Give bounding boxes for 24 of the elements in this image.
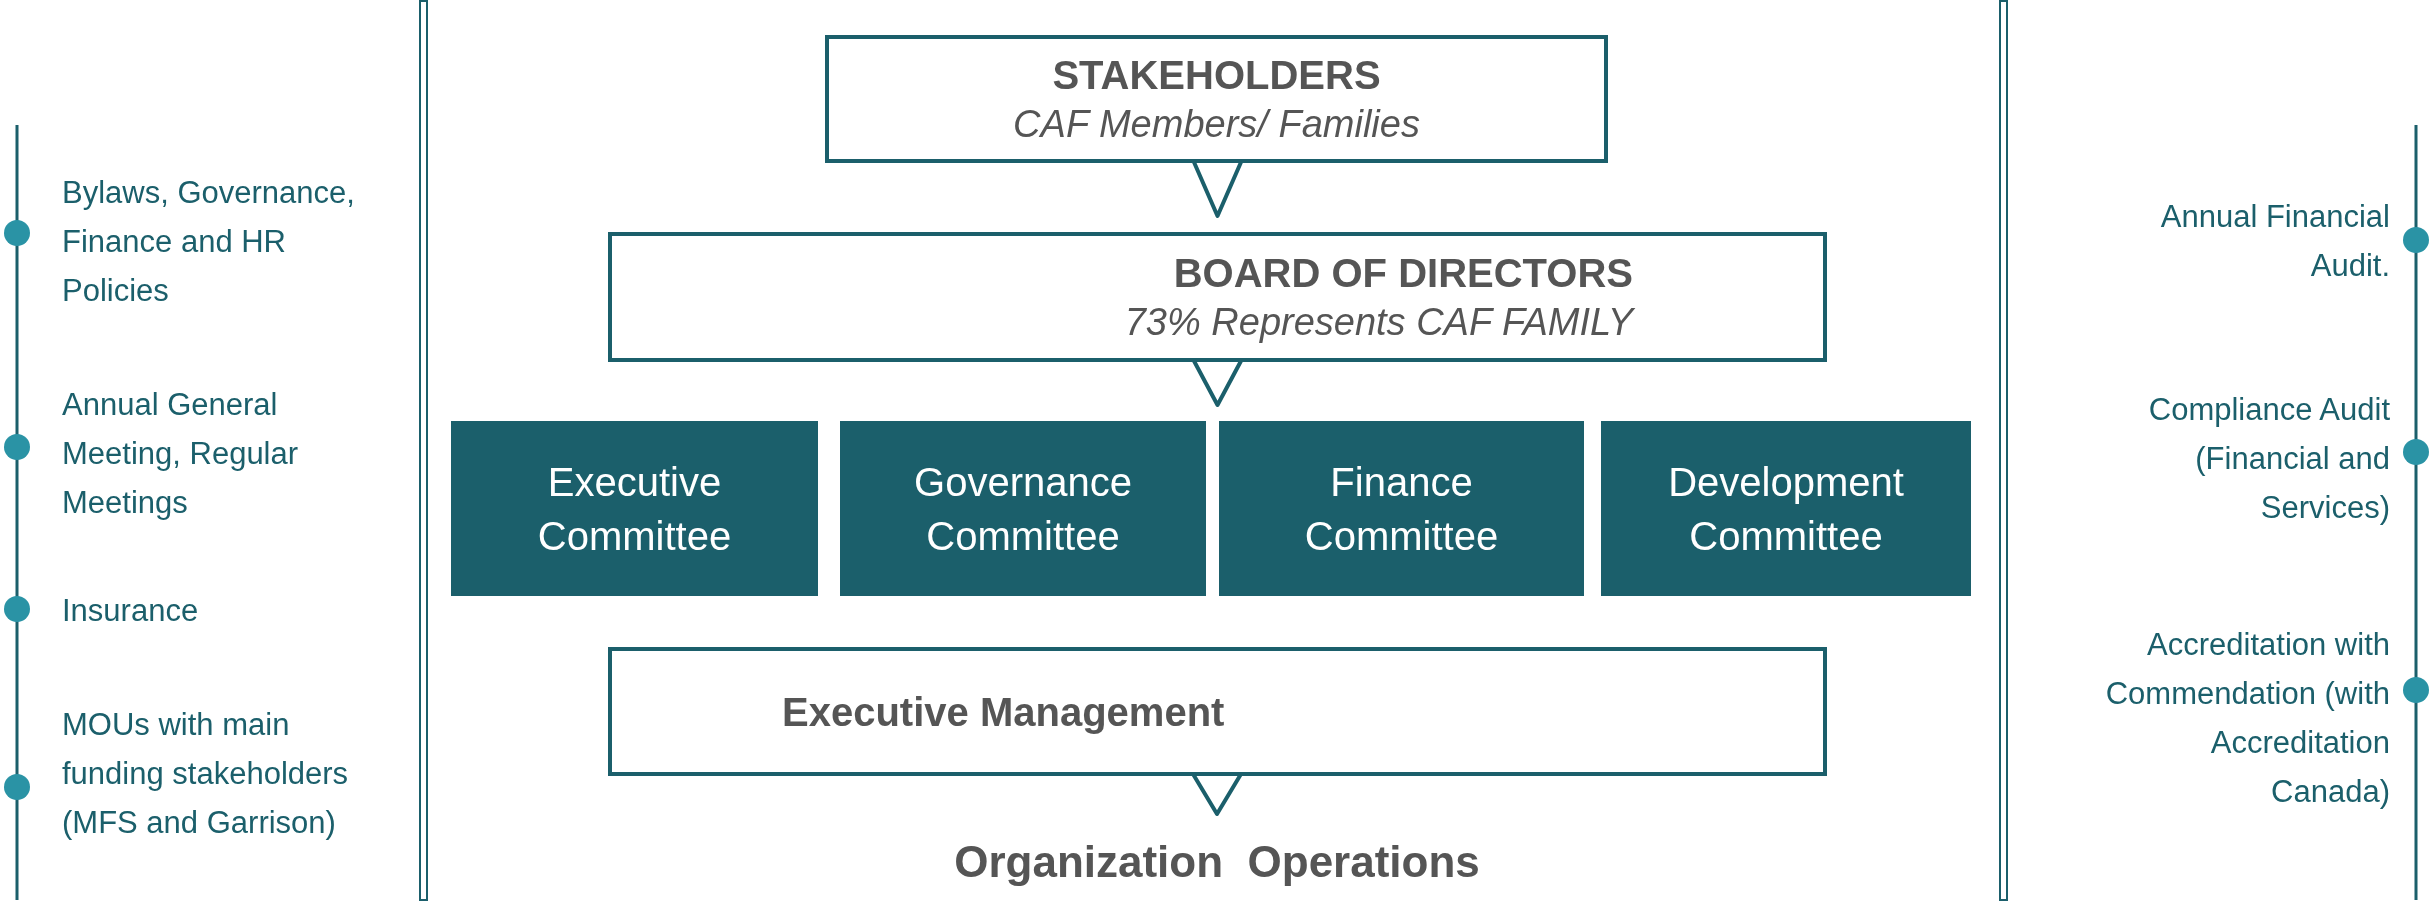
committee-name: Finance Committee (1303, 458, 1500, 560)
timeline-item: Compliance Audit (Financial and Services) (2147, 391, 2390, 527)
timeline-item: Annual Financial Audit. (2159, 198, 2390, 285)
operations-heading: Organization Operations (954, 836, 1480, 888)
timeline-item: Annual General Meeting, Regular Meetings (62, 386, 300, 522)
committee-box (840, 421, 1206, 596)
callout-box (608, 647, 1827, 776)
committee-name: Development Committee (1667, 458, 1905, 560)
committee-box (1219, 421, 1584, 596)
committee-name: Governance Committee (913, 458, 1133, 560)
timeline-item: Bylaws, Governance, Finance and HR Policies (62, 174, 356, 310)
committee-box (1601, 421, 1971, 596)
box-subtitle: CAF Members/ Families (1013, 102, 1420, 147)
box-heading: BOARD OF DIRECTORS (1173, 250, 1633, 297)
box-subtitle: 73% Represents CAF FAMILY (1124, 300, 1633, 345)
box-heading: Executive Management (782, 688, 1225, 736)
timeline-item: Insurance (62, 592, 200, 630)
timeline-item: Accreditation with Commendation (with Accreditation Canada) (2104, 626, 2390, 811)
callout-box (825, 35, 1608, 163)
committee-box (451, 421, 818, 596)
callout-box (608, 232, 1827, 362)
box-heading: STAKEHOLDERS (1052, 52, 1381, 99)
committee-name: Executive Committee (536, 458, 733, 560)
timeline-item: MOUs with main funding stakeholders (MFS and Garrison) (62, 706, 350, 842)
